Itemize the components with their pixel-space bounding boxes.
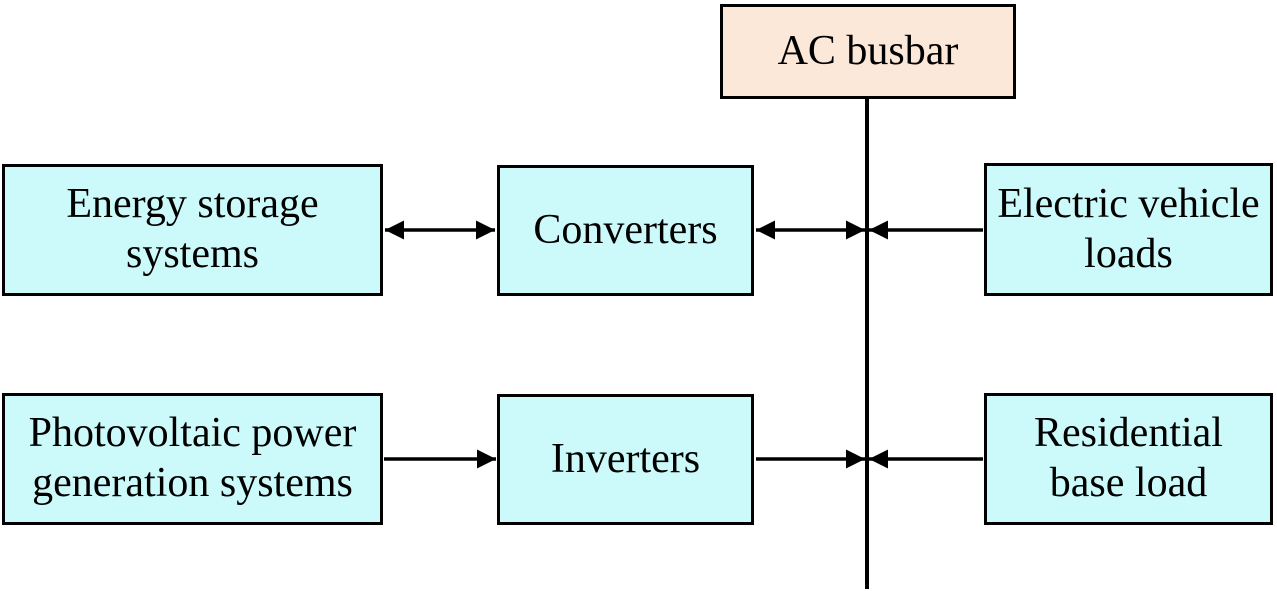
node-converters-label: Converters (533, 206, 718, 253)
node-electric-vehicle-loads: Electric vehicle loads (984, 163, 1273, 296)
node-residential-base-load: Residential base load (984, 393, 1273, 525)
node-photovoltaic-power-generation-systems-label: Photovoltaic power generation systems (28, 410, 357, 506)
node-photovoltaic-power-generation-systems: Photovoltaic power generation systems (2, 393, 383, 525)
node-inverters: Inverters (497, 394, 754, 525)
node-residential-base-load-label: Residential base load (1034, 410, 1223, 506)
node-converters: Converters (497, 165, 754, 296)
node-inverters-label: Inverters (550, 435, 701, 482)
node-energy-storage-systems-label: Energy storage systems (66, 181, 319, 277)
node-electric-vehicle-loads-label: Electric vehicle loads (997, 180, 1260, 277)
node-ac-busbar: AC busbar (720, 4, 1016, 99)
node-energy-storage-systems: Energy storage systems (2, 164, 383, 296)
node-ac-busbar-label: AC busbar (777, 27, 959, 74)
